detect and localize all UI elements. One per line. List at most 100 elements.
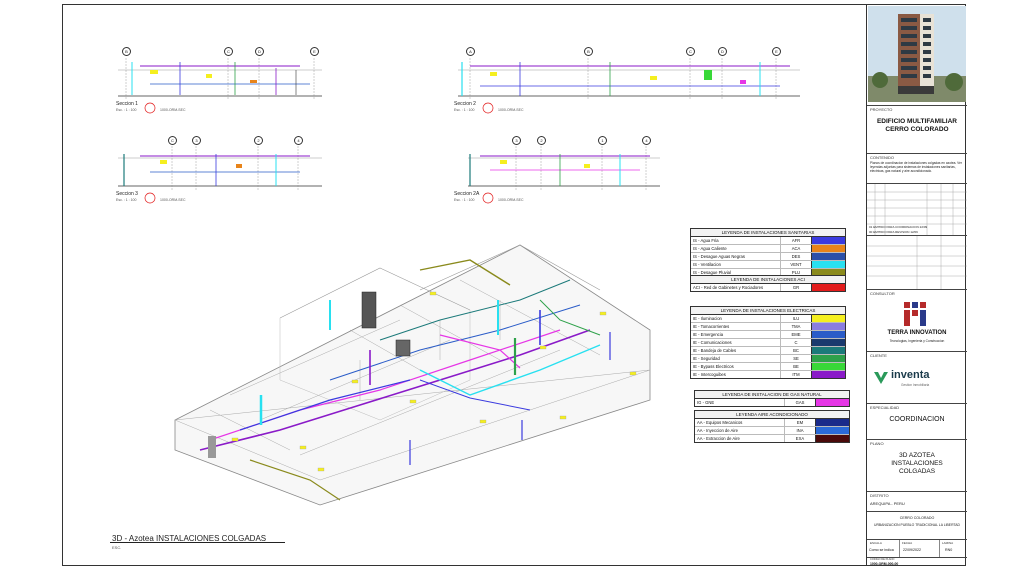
legend-electricas: LEYENDA DE INSTALACIONES ELECTRICAS IE -… [690, 306, 846, 379]
specialty-value: COORDINACION [889, 416, 945, 423]
legend-row-name: IE - Emergencia [693, 332, 724, 337]
legend-row-code: GAS [784, 399, 815, 406]
section-2-elevation [458, 58, 800, 114]
section-2-code: 1000-ORM-SEC [498, 108, 524, 112]
scale-label: ESCALA [870, 541, 882, 545]
content-section: CONTENIDO Planos de coordinacion de inst… [867, 153, 967, 183]
specialty-label: ESPECIALIDAD [870, 405, 900, 410]
revision-table: 01 EMITIDO PARA COORDINACION 22/09 00 EM… [867, 183, 967, 236]
grid-bubble: 4 [642, 136, 651, 145]
rev-date: 22/09 [919, 225, 928, 229]
legend-swatch [815, 419, 849, 426]
legend-swatch [811, 355, 845, 362]
legend-row-name: IS - Ventilacion [693, 262, 721, 267]
address-line: CERRO COLORADO [899, 516, 935, 520]
legend-swatch [811, 371, 845, 378]
section-3-code: 1000-ORM-SEC [160, 198, 186, 202]
legend-swatch [811, 363, 845, 370]
section-1-title: Seccion 1 [116, 101, 138, 107]
legend-row: AA - Inyeccion de Aire INA [695, 427, 849, 435]
legend-swatch [811, 323, 845, 330]
legend-row-code: ACA [780, 245, 811, 252]
legend-row-name: AA - Inyeccion de Aire [697, 428, 738, 433]
scale-value: Como se indica [869, 548, 894, 552]
content-text: Planos de coordinacion de instalaciones … [870, 161, 962, 173]
legend-row-name: AA - Extraccion de Aire [697, 436, 740, 441]
client-tagline: Gestion Inmobiliaria [901, 383, 930, 387]
legend-row-name: IS - Agua Caliente [693, 246, 727, 251]
content-label: CONTENIDO [870, 155, 894, 160]
view-scale: ESC. [112, 545, 122, 550]
rev-date: 12/09 [910, 230, 918, 234]
legend-row-name: ACI - Red de Gabinetes y Rociadores [693, 285, 764, 290]
drawing-label: PLANO [870, 441, 884, 446]
legend-row-code: EM [784, 419, 815, 426]
legend-row-name: IS - Desague Aguas Negras [693, 254, 745, 259]
legend-electricas-title: LEYENDA DE INSTALACIONES ELECTRICAS [691, 307, 845, 315]
date-label: FECHA [902, 541, 913, 545]
grid-bubble: C [224, 47, 233, 56]
legend-row: ACI - Red de Gabinetes y Rociadores GR [691, 284, 845, 291]
legend-swatch [811, 237, 845, 244]
grid-bubble: 2 [254, 136, 263, 145]
client-section: CLIENTE inventa Gestion Inmobiliaria [867, 351, 967, 403]
rev-row: 00 EMITIDO PARA REVISION 12/09 [869, 230, 964, 235]
address-section: CERRO COLORADO URBANIZACION PUEBLO TRADI… [867, 511, 967, 539]
building-render-section [867, 4, 967, 104]
grid-bubble: B [122, 47, 131, 56]
grid-bubble: C [168, 136, 177, 145]
drawing-code-section: CODIGO DE PLANO 1000-ORM-000-00 [867, 557, 967, 566]
terra-innovation-logo [904, 302, 926, 326]
grid-bubble: A [466, 47, 475, 56]
legend-row-code: TMA [780, 323, 811, 330]
grid-bubble: D [255, 47, 264, 56]
legend-aire: LEYENDA AIRE ACONDICIONADO AA - Equipos … [694, 410, 850, 443]
legend-row-code: EXA [784, 435, 815, 442]
urbanization-line: URBANIZACION PUEBLO TRADICIONAL LA LIBER… [874, 523, 960, 527]
legend-row-code: AFR [780, 237, 811, 244]
section-1-code: 1000-ORM-SEC [160, 108, 186, 112]
legend-aci-title: LEYENDA DE INSTALACIONES ACI [691, 276, 845, 284]
signature-table [867, 235, 967, 290]
legend-swatch [815, 427, 849, 434]
grid-bubble: E [772, 47, 781, 56]
section-1-elevation [118, 58, 322, 114]
consultant-name: TERRA INNOVATION [887, 330, 947, 336]
legend-swatch [815, 435, 849, 442]
specialty-section: ESPECIALIDAD COORDINACION [867, 403, 967, 439]
drawing-title: 3D AZOTEA INSTALACIONES COLGADAS [891, 452, 943, 475]
legend-sanitarias: LEYENDA DE INSTALACIONES SANITARIAS IS -… [690, 228, 846, 277]
grid-bubble: 3 [512, 136, 521, 145]
rev-number: 01 [869, 225, 873, 229]
client-label: CLIENTE [870, 353, 887, 358]
grid-bubble: 3 [192, 136, 201, 145]
legend-swatch [811, 315, 845, 322]
legend-row-code: VENT [780, 261, 811, 268]
legend-row-name: IE - Tomacorrientes [693, 324, 730, 329]
signature-grid-lines [867, 236, 967, 290]
district-value: AREQUIPA - PERU [870, 501, 905, 506]
grid-bubble: C [686, 47, 695, 56]
section-3-scale: Esc. : 1 : 100 [116, 198, 137, 202]
section-3-elevation [118, 146, 322, 204]
section-2-scale: Esc. : 1 : 100 [454, 108, 475, 112]
legend-row-code: GR [780, 284, 811, 291]
rev-desc: EMITIDO PARA REVISION [873, 230, 910, 234]
consultant-section: CONSULTOR TERRA INNOVATION Tecnologias, … [867, 289, 967, 351]
inventa-logo-icon [874, 372, 888, 384]
date-cell: FECHA 22/09/2022 [899, 540, 940, 558]
legend-row-code: INA [784, 427, 815, 434]
grid-bubble: E [310, 47, 319, 56]
legend-gas-title: LEYENDA DE INSTALACION DE GAS NATURAL [695, 391, 849, 399]
legend-row: IS - Ventilacion VENT [691, 261, 845, 269]
scale-date-sheet-section: ESCALA Como se indica FECHA 22/09/2022 L… [867, 539, 967, 558]
project-section: PROYECTO EDIFICIO MULTIFAMILIAR CERRO CO… [867, 105, 967, 153]
section-2a-title: Seccion 2A [454, 191, 480, 197]
grid-bubble: B [584, 47, 593, 56]
legend-swatch [811, 253, 845, 260]
